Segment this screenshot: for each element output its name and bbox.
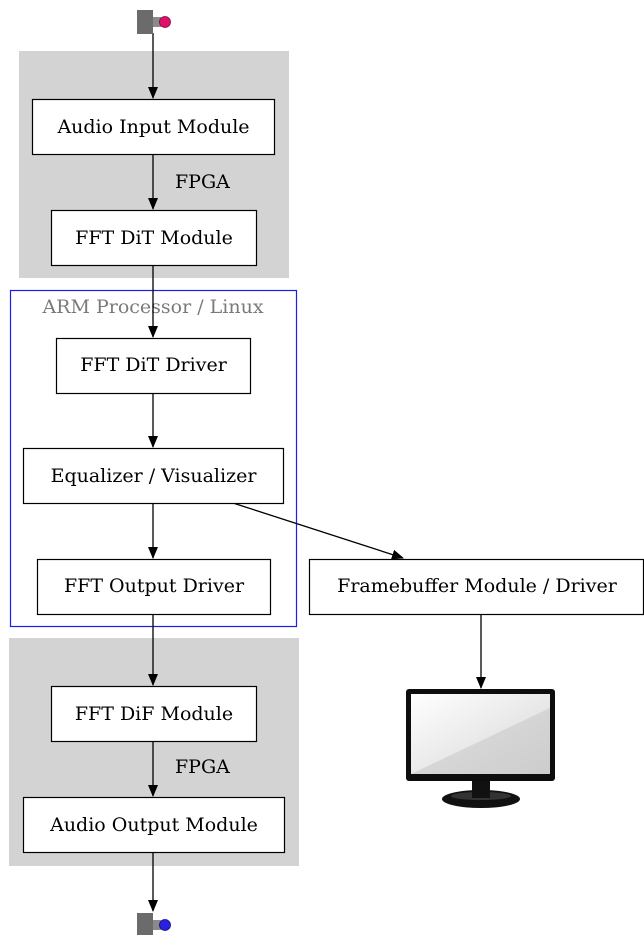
cluster-fpga-top-label: FPGA [175,171,230,193]
node-fft-dit-driver-label: FFT DiT Driver [80,354,227,376]
node-fft-output-driver[interactable]: FFT Output Driver [36,558,272,616]
node-framebuffer-label: Framebuffer Module / Driver [337,575,618,597]
node-framebuffer[interactable]: Framebuffer Module / Driver [308,558,644,616]
edge-equalizer-to-framebuffer [232,502,404,560]
cluster-fpga-bottom-label: FPGA [175,756,230,778]
node-equalizer-label: Equalizer / Visualizer [51,465,258,487]
node-equalizer[interactable]: Equalizer / Visualizer [22,447,285,505]
monitor-icon [406,689,555,808]
input-jack-icon [137,10,171,34]
node-audio-input[interactable]: Audio Input Module [31,98,276,156]
edges [148,33,486,912]
node-fft-dif-module[interactable]: FFT DiF Module [50,685,258,743]
node-audio-input-label: Audio Input Module [56,116,249,138]
node-fft-dif-module-label: FFT DiF Module [75,703,233,725]
output-jack-icon [137,913,171,935]
node-fft-dit-driver[interactable]: FFT DiT Driver [55,337,252,395]
node-fft-dit-module[interactable]: FFT DiT Module [50,209,258,267]
node-audio-output[interactable]: Audio Output Module [22,796,286,854]
node-audio-output-label: Audio Output Module [49,814,258,836]
node-fft-output-driver-label: FFT Output Driver [64,575,245,597]
node-fft-dit-module-label: FFT DiT Module [75,227,233,249]
